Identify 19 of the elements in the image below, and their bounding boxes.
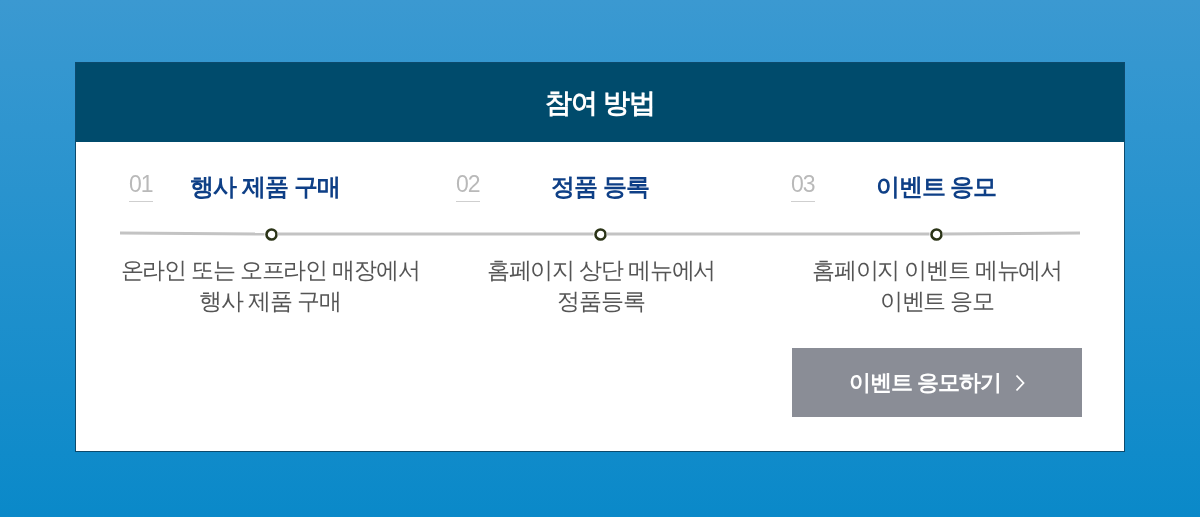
step-number: 01 <box>129 171 153 202</box>
step-number: 02 <box>456 171 480 202</box>
step-title: 정품 등록 <box>551 172 649 202</box>
step-number: 03 <box>791 171 815 202</box>
timeline-dot <box>264 227 278 241</box>
step-description: 홈페이지 이벤트 메뉴에서 이벤트 응모 <box>810 256 1064 316</box>
apply-button: 이벤트 응모하기 <box>792 348 1082 417</box>
timeline-dot <box>929 227 943 241</box>
timeline-line <box>277 232 594 236</box>
step-description: 홈페이지 상단 메뉴에서 정품등록 <box>485 256 717 316</box>
timeline-line <box>606 232 930 236</box>
timeline-dot <box>593 227 607 241</box>
step-title: 이벤트 응모 <box>875 172 997 202</box>
card-panel <box>75 62 1125 452</box>
timeline-line <box>120 231 265 236</box>
timeline-line <box>942 231 1080 236</box>
step-description: 온라인 또는 오프라인 매장에서 행사 제품 구매 <box>119 256 421 316</box>
heading: 참여 방법 <box>544 86 656 120</box>
step-title: 행사 제품 구매 <box>190 172 340 202</box>
